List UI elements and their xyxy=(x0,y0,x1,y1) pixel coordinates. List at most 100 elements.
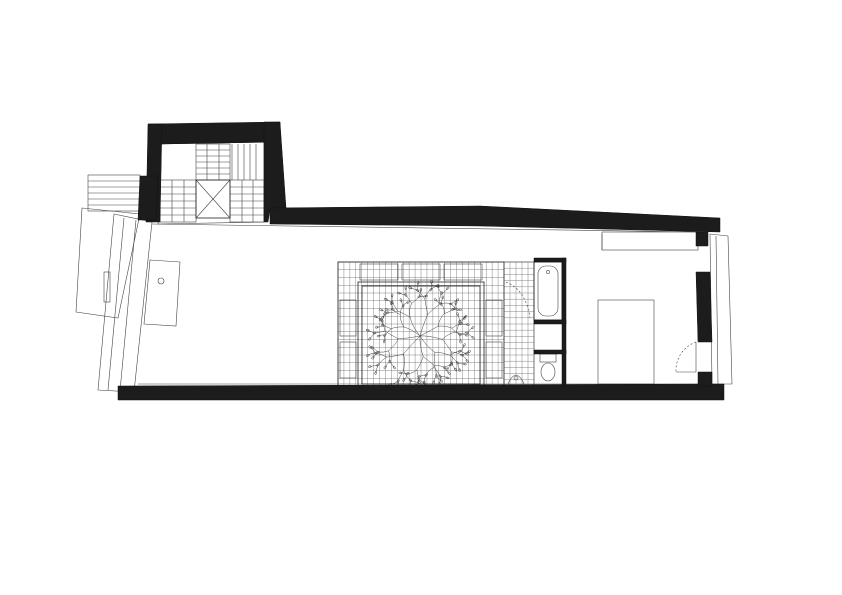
leaf xyxy=(446,286,450,290)
branch xyxy=(367,329,375,334)
leaf xyxy=(458,349,462,353)
east-wall-mid xyxy=(695,271,713,343)
branch xyxy=(388,338,399,351)
branch xyxy=(397,370,404,382)
tree-canopy xyxy=(365,279,475,392)
west-wall-piece xyxy=(137,175,159,221)
branch xyxy=(387,310,398,313)
leaf xyxy=(455,298,460,302)
leaf xyxy=(385,311,390,314)
leaf xyxy=(459,339,462,344)
branch xyxy=(372,351,379,358)
leaf xyxy=(445,376,450,380)
branch xyxy=(459,334,461,342)
leaf xyxy=(401,304,405,308)
leaf xyxy=(462,343,466,347)
leaf xyxy=(449,363,453,366)
leaf xyxy=(458,319,461,324)
leaf xyxy=(438,374,442,378)
toilet xyxy=(539,353,557,382)
branch xyxy=(436,375,442,382)
branch xyxy=(441,288,448,294)
branch xyxy=(397,310,411,318)
leaf xyxy=(368,337,372,341)
branch xyxy=(423,374,427,383)
branch xyxy=(418,379,425,384)
leaf xyxy=(439,379,443,383)
bed xyxy=(597,299,655,385)
leaf xyxy=(378,317,382,322)
branch xyxy=(392,302,398,312)
leaf xyxy=(440,291,443,296)
leaf xyxy=(370,345,374,349)
branch xyxy=(367,352,376,356)
branch xyxy=(375,364,379,374)
leaf xyxy=(471,336,475,340)
branch xyxy=(434,365,437,376)
leaf xyxy=(454,367,457,372)
branch xyxy=(410,317,421,337)
branch xyxy=(467,327,474,333)
branch xyxy=(442,339,452,353)
branch xyxy=(377,350,389,353)
branch xyxy=(437,313,445,327)
leaf xyxy=(390,293,394,298)
leaf xyxy=(442,366,447,369)
branch xyxy=(381,309,388,313)
branch xyxy=(390,381,399,385)
branch xyxy=(410,380,419,383)
branch xyxy=(417,282,419,291)
branch xyxy=(419,335,424,357)
tiled-atrium-floor xyxy=(337,261,505,387)
leaf xyxy=(454,301,458,305)
branch xyxy=(419,314,428,337)
leaf xyxy=(458,368,461,372)
leaf xyxy=(383,333,387,337)
bathtub xyxy=(533,261,563,321)
branch xyxy=(386,353,404,358)
leaf xyxy=(383,365,387,369)
east-wall-upper xyxy=(695,231,709,247)
leaf xyxy=(375,325,379,329)
branch xyxy=(377,356,387,366)
leaf xyxy=(417,377,420,382)
branch xyxy=(427,304,440,315)
branch xyxy=(398,335,421,340)
leaf xyxy=(416,288,420,293)
leaf xyxy=(397,291,401,295)
branch xyxy=(382,312,388,318)
branch xyxy=(416,356,424,370)
leaf xyxy=(417,381,421,384)
branch xyxy=(444,367,450,374)
branch xyxy=(424,289,432,300)
branch xyxy=(449,355,458,363)
leaf xyxy=(460,353,464,357)
branch xyxy=(374,330,386,334)
leaf xyxy=(433,298,438,302)
leaf xyxy=(417,295,421,299)
leaf xyxy=(436,284,440,289)
branch xyxy=(410,287,418,291)
branch xyxy=(409,303,412,318)
leaf xyxy=(465,359,469,363)
branch xyxy=(451,328,460,335)
branch xyxy=(457,313,460,322)
branch xyxy=(389,361,395,368)
walls xyxy=(117,121,725,401)
north-wall xyxy=(269,205,721,233)
leaf xyxy=(373,351,378,355)
leaf xyxy=(447,371,451,375)
branch xyxy=(400,305,404,315)
branch xyxy=(457,362,465,365)
branch xyxy=(435,299,442,305)
branch xyxy=(400,300,404,307)
tower-top-wall xyxy=(147,121,281,145)
leaf xyxy=(402,378,406,382)
entry-table xyxy=(143,259,181,327)
leaf xyxy=(463,362,467,366)
branch xyxy=(407,369,417,374)
leaf xyxy=(365,328,370,332)
leaf xyxy=(465,331,470,334)
branch xyxy=(451,351,453,364)
